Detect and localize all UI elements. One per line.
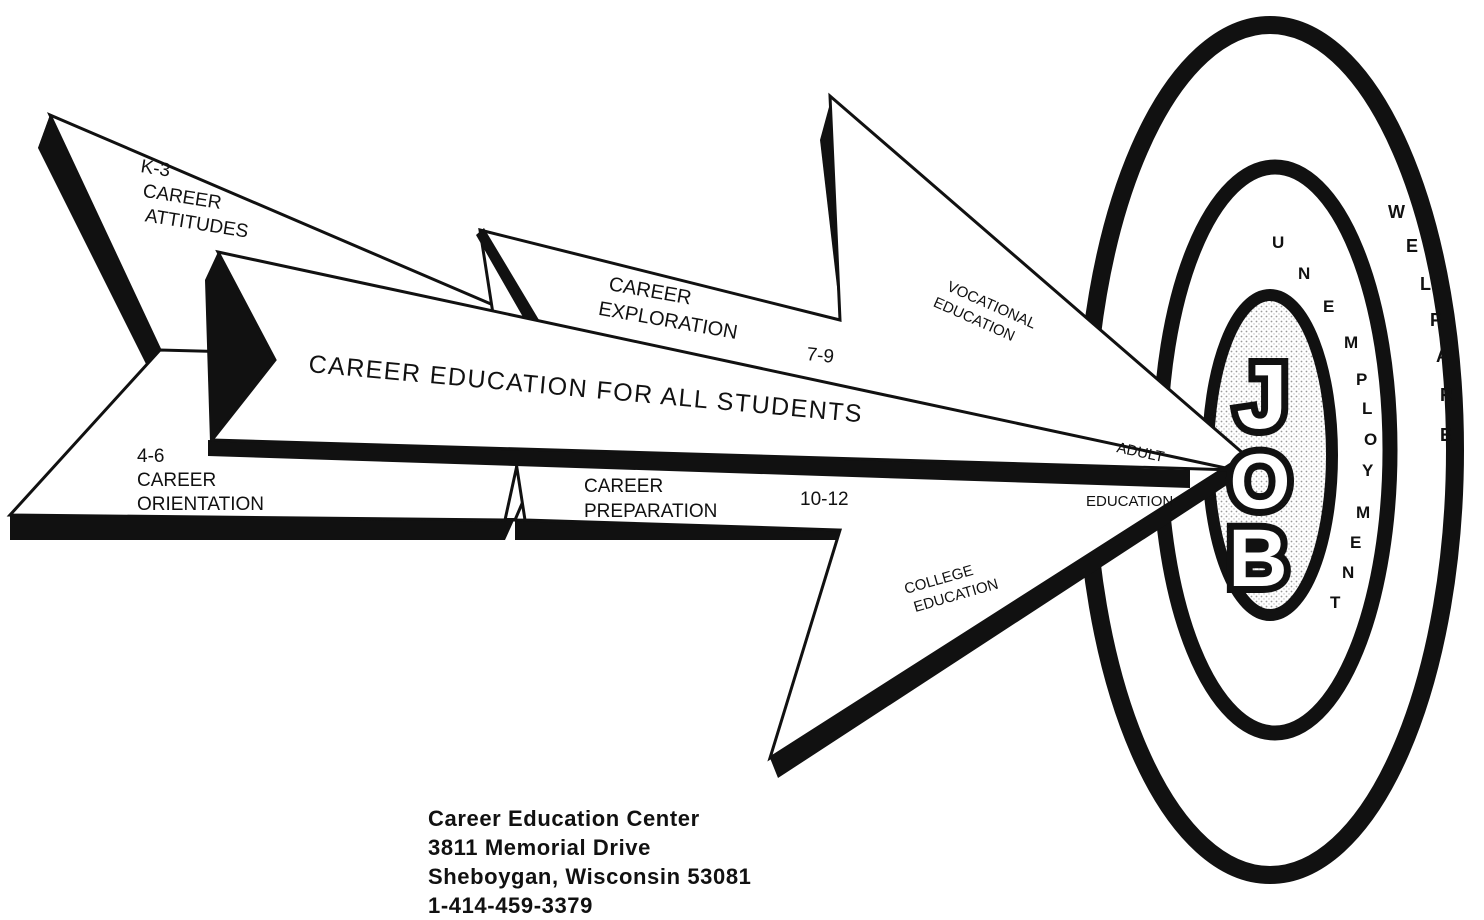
arrowhead-bottom-shadow [770,455,1250,778]
front-arrow [205,249,1236,488]
unemployment-letter: E [1350,533,1361,552]
label-4-6: 4-6 CAREER ORIENTATION [137,446,264,515]
job-letter-1: J [1236,346,1287,448]
unemployment-letter: N [1298,264,1310,283]
unemployment-letter: E [1323,297,1334,316]
job-letter-2: O [1230,437,1291,525]
welfare-letter: E [1406,236,1418,256]
front-arrow-shape [208,249,1236,472]
label-4-6-line2: ORIENTATION [137,494,264,515]
welfare-letter: L [1420,274,1431,294]
unemployment-letter: T [1330,593,1341,612]
unemployment-ring-text: U N E M P L O Y M E N T [1272,233,1377,612]
label-10-12-grade: 10-12 [800,489,849,510]
label-10-12-line2: PREPARATION [584,501,717,522]
welfare-letter: W [1388,202,1405,222]
welfare-letter: R [1440,385,1453,405]
label-adult-line2: EDUCATION [1086,493,1173,510]
address-block: Career Education Center 3811 Memorial Dr… [428,804,848,920]
label-4-6-line1: CAREER [137,470,216,491]
address-street: 3811 Memorial Drive [428,835,651,860]
welfare-letter: F [1430,310,1441,330]
welfare-ring-text: W E L F A R E [1388,202,1453,445]
address-phone: 1-414-459-3379 [428,893,593,918]
unemployment-letter: M [1344,333,1358,352]
job-word: J O B [1221,339,1297,611]
label-10-12-line1: CAREER [584,476,663,497]
chevron-left-edge [38,115,160,372]
unemployment-letter: O [1364,430,1377,449]
label-10-12: CAREER PREPARATION 10-12 [584,476,849,522]
welfare-letter: E [1440,425,1452,445]
unemployment-letter: U [1272,233,1284,252]
address-org: Career Education Center [428,806,700,831]
unemployment-letter: P [1356,370,1367,389]
target [1076,16,1464,884]
lower-left-block-shadow [10,515,515,540]
front-arrow-shadow [208,440,1190,488]
unemployment-letter: Y [1362,461,1374,480]
unemployment-letter: N [1342,563,1354,582]
unemployment-letter: M [1356,503,1370,522]
exploration-block-shadow [476,228,545,338]
front-arrow-tail-shadow [205,252,275,442]
label-7-9-grade: 7-9 [805,344,835,368]
label-k3-grade: K-3 [139,156,171,181]
unemployment-letter: L [1362,399,1372,418]
label-4-6-grade: 4-6 [137,446,164,467]
welfare-letter: A [1436,346,1449,366]
job-letter-3: B [1228,513,1287,604]
address-city: Sheboygan, Wisconsin 53081 [428,864,752,889]
